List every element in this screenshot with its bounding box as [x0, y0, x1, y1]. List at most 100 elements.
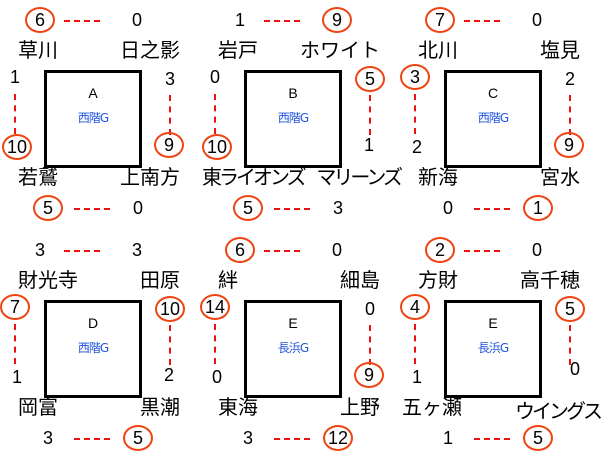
- team-name-bottom-right: ウイングス: [515, 399, 603, 423]
- team-name-top-left: 財光寺: [18, 268, 78, 292]
- venue-label: 西階G: [77, 111, 109, 125]
- match-line-bottom: [274, 438, 310, 440]
- score-left-upper: 4: [400, 294, 430, 320]
- team-name-bottom-left: 岡富: [18, 395, 58, 419]
- team-name-bottom-right: 黒潮: [140, 395, 180, 419]
- score-left-upper: 1: [9, 67, 20, 87]
- team-name-top-left: 草川: [18, 38, 58, 62]
- group-box: C 西階G: [444, 70, 542, 168]
- score-left-lower: 1: [411, 367, 422, 387]
- score-right-upper: 3: [164, 69, 175, 89]
- team-name-bottom-right: 上野: [340, 395, 380, 419]
- score-top-right: 0: [131, 10, 142, 30]
- team-name-top-left: 方財: [418, 268, 458, 292]
- score-top-left: 1: [234, 10, 245, 30]
- score-right-upper: 10: [155, 296, 185, 322]
- score-bottom-left: 5: [33, 195, 63, 221]
- score-top-right: 0: [531, 240, 542, 260]
- team-name-bottom-right: 上南方: [120, 165, 180, 189]
- team-name-bottom-left: 若鷲: [18, 165, 58, 189]
- venue-label: 西階G: [77, 341, 109, 355]
- team-name-top-right: 高千穂: [520, 268, 580, 292]
- team-name-bottom-left: 五ヶ瀬: [402, 395, 462, 419]
- score-bottom-left: 3: [42, 428, 53, 448]
- score-top-right: 0: [531, 10, 542, 30]
- score-left-lower: 10: [202, 134, 232, 160]
- team-name-top-right: 塩見: [540, 38, 580, 62]
- match-line-top: [264, 20, 300, 22]
- group-box: D 西階G: [44, 300, 142, 398]
- score-bottom-right: 12: [323, 425, 353, 451]
- team-name-top-right: 細島: [340, 268, 380, 292]
- venue-label: 長浜G: [477, 341, 509, 355]
- score-right-upper: 5: [355, 66, 385, 92]
- score-left-lower: 0: [211, 367, 222, 387]
- score-left-upper: 0: [209, 67, 220, 87]
- score-right-lower: 9: [154, 132, 184, 158]
- score-left-upper: 3: [400, 64, 430, 90]
- match-line-top: [464, 20, 500, 22]
- score-right-upper: 5: [555, 296, 585, 322]
- score-right-lower: 9: [354, 362, 384, 388]
- group-panel-4: 3 3 財光寺 田原 7 1 D 西階G 10 2 岡富 黒潮 3 5: [0, 230, 200, 460]
- team-name-top-right: 日之影: [120, 38, 180, 62]
- team-name-bottom-left: 東ライオンズ: [202, 165, 307, 189]
- match-line-right: [569, 95, 571, 135]
- score-top-right: 3: [131, 240, 142, 260]
- score-left-lower: 2: [411, 137, 422, 157]
- score-bottom-left: 3: [242, 428, 253, 448]
- team-name-bottom-left: 東海: [218, 395, 258, 419]
- match-line-right: [569, 325, 571, 365]
- group-letter: E: [488, 315, 498, 331]
- score-left-upper: 14: [200, 294, 230, 320]
- match-line-left: [414, 94, 416, 134]
- score-bottom-right: 5: [523, 425, 553, 451]
- score-top-left: 6: [225, 237, 255, 263]
- score-right-upper: 2: [564, 69, 575, 89]
- score-left-upper: 7: [0, 294, 30, 320]
- group-letter: D: [87, 315, 99, 331]
- team-name-top-right: ホワイト: [300, 38, 380, 62]
- match-line-top: [64, 20, 100, 22]
- match-line-left: [214, 94, 216, 134]
- match-line-right: [369, 95, 371, 135]
- score-right-lower: 1: [363, 135, 374, 155]
- venue-label: 長浜G: [277, 341, 309, 355]
- score-left-lower: 10: [2, 134, 32, 160]
- score-right-lower: 0: [569, 359, 580, 379]
- group-panel-6: 2 0 方財 高千穂 4 1 E 長浜G 5 0 五ヶ瀬 ウイングス 1 5: [400, 230, 603, 460]
- group-letter: E: [288, 315, 298, 331]
- match-line-left: [414, 324, 416, 364]
- match-line-top: [64, 250, 100, 252]
- match-line-right: [169, 95, 171, 135]
- score-bottom-left: 0: [442, 198, 453, 218]
- match-line-left: [14, 94, 16, 134]
- group-box: E 長浜G: [244, 300, 342, 398]
- score-bottom-left: 5: [233, 195, 263, 221]
- venue-label: 西階G: [477, 111, 509, 125]
- team-name-top-left: 絆: [218, 268, 238, 292]
- group-letter: A: [88, 85, 98, 101]
- score-bottom-right: 1: [523, 195, 553, 221]
- match-line-left: [14, 324, 16, 364]
- group-box: E 長浜G: [444, 300, 542, 398]
- match-line-bottom: [474, 208, 510, 210]
- group-box: A 西階G: [44, 70, 142, 168]
- match-line-right: [369, 325, 371, 365]
- group-letter: B: [288, 85, 298, 101]
- team-name-top-right: 田原: [140, 268, 180, 292]
- venue-label: 西階G: [277, 111, 309, 125]
- score-bottom-left: 1: [442, 428, 453, 448]
- match-line-top: [464, 250, 500, 252]
- score-right-lower: 2: [163, 365, 174, 385]
- score-bottom-right: 0: [132, 198, 143, 218]
- group-panel-1: 6 0 草川 日之影 1 10 A 西階G 3 9 若鷲 上南方 5 0: [0, 0, 200, 230]
- score-top-right: 9: [322, 7, 352, 33]
- team-name-top-left: 北川: [418, 38, 458, 62]
- group-panel-3: 7 0 北川 塩見 3 2 C 西階G 2 9 新海 宮水 0 1: [400, 0, 600, 230]
- score-right-lower: 9: [554, 132, 584, 158]
- score-top-left: 2: [425, 237, 455, 263]
- team-name-bottom-left: 新海: [418, 165, 458, 189]
- score-right-upper: 0: [364, 299, 375, 319]
- score-top-right: 0: [331, 240, 342, 260]
